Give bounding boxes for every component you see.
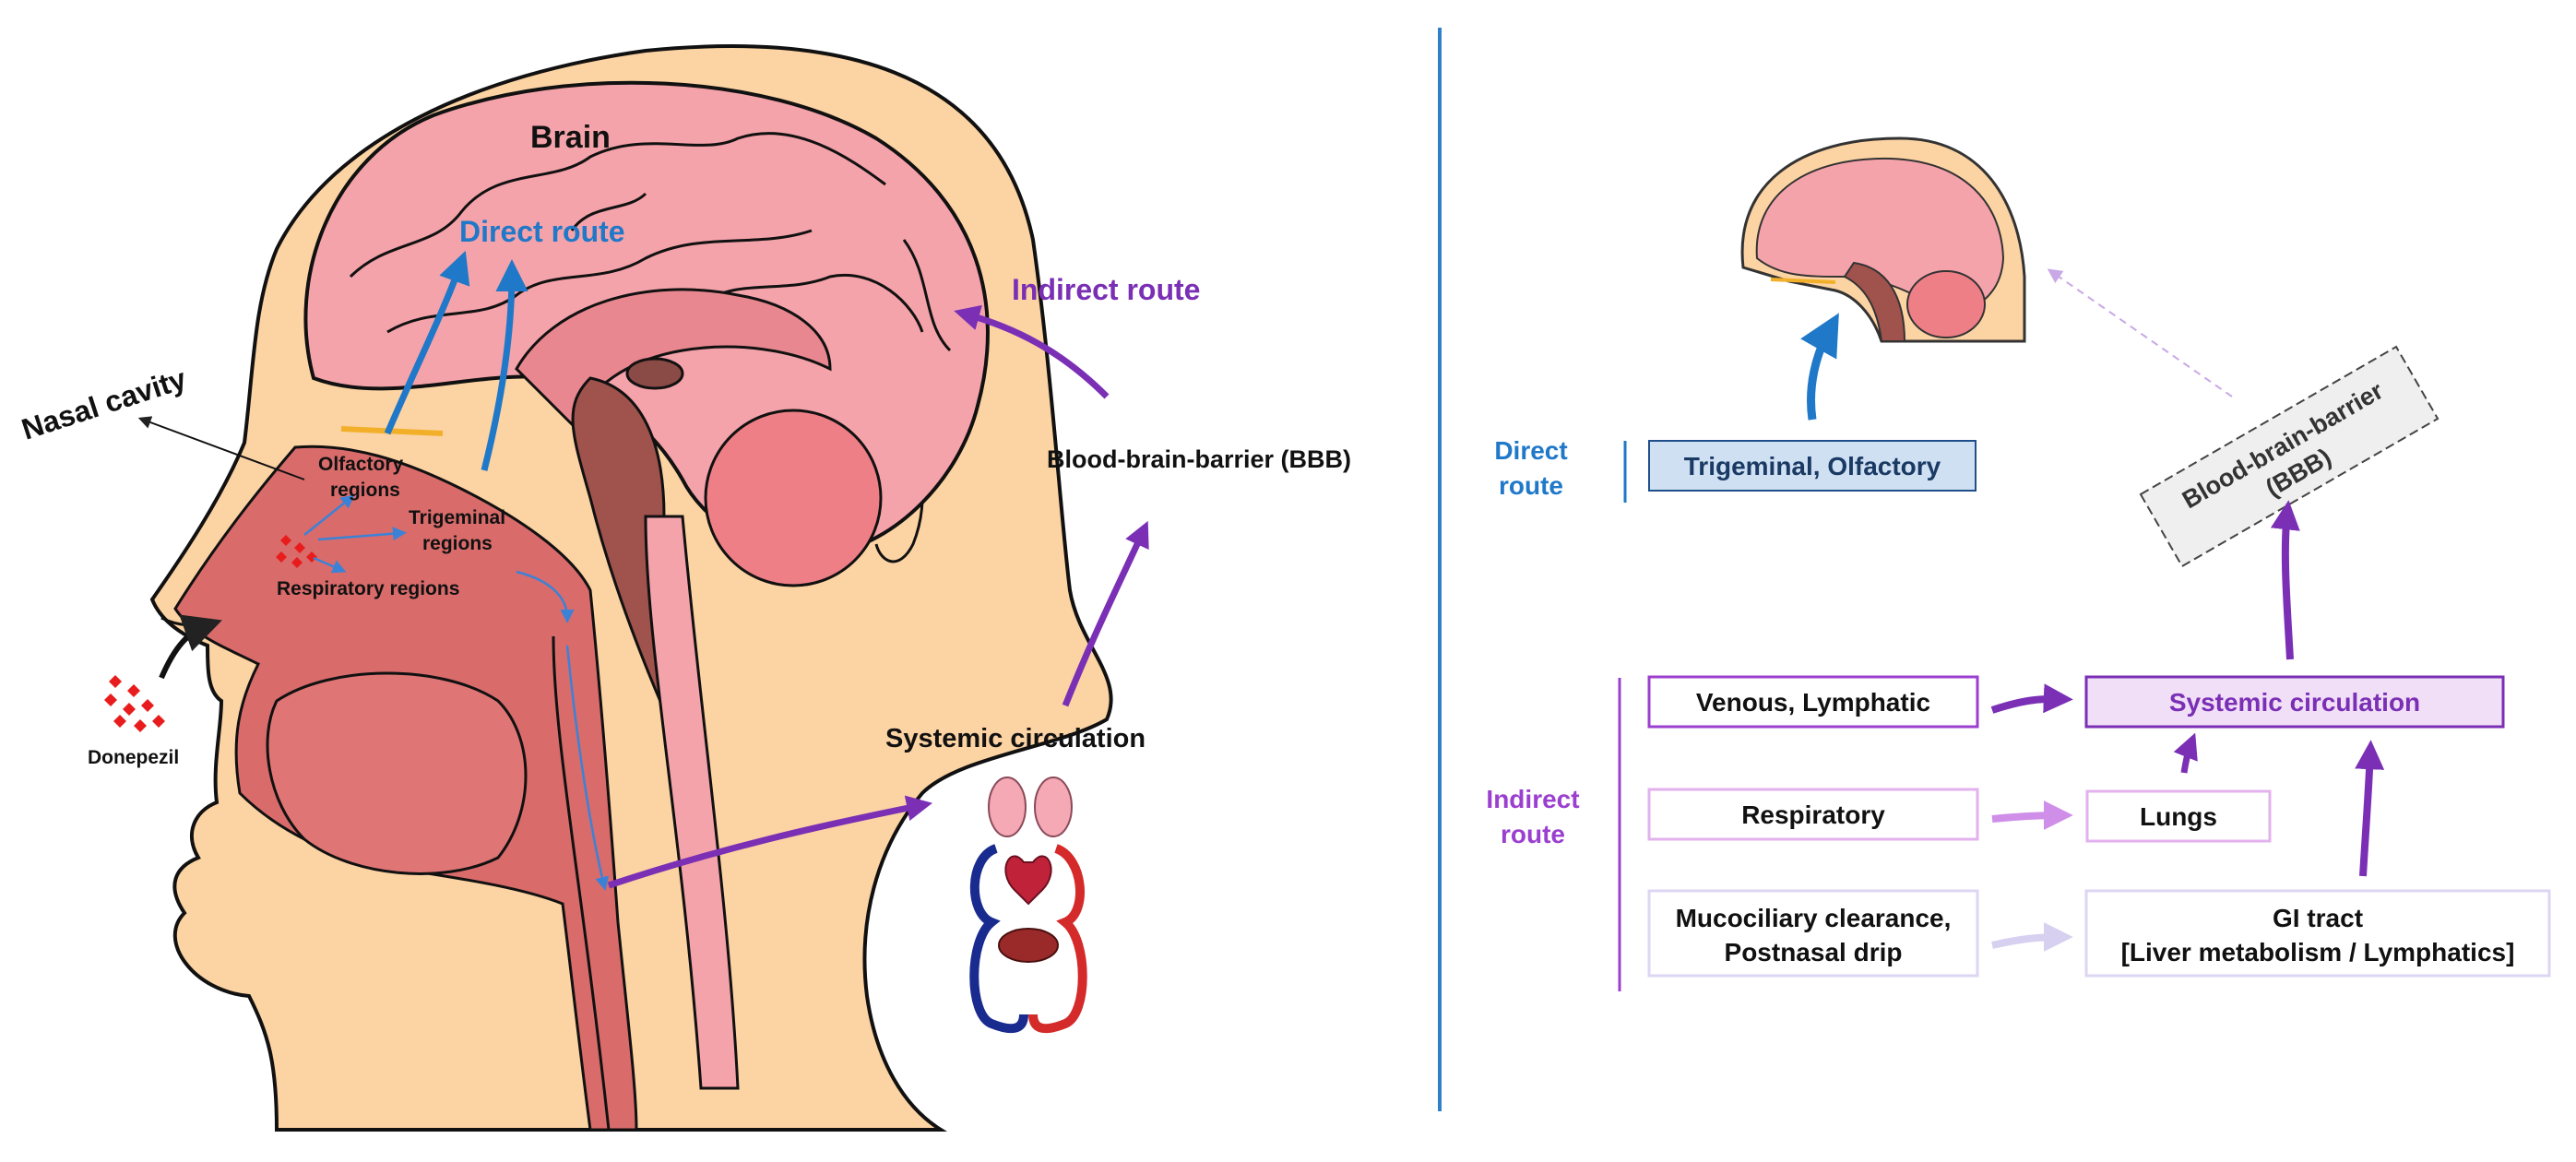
box-respiratory-text: Respiratory xyxy=(1741,800,1885,829)
label-trigeminal-2: regions xyxy=(422,533,493,554)
direct-arrow-2 xyxy=(481,259,528,471)
spinal-cord xyxy=(644,515,740,1090)
box-systemic-text: Systemic circulation xyxy=(2169,688,2420,717)
brain-icon-stem xyxy=(1843,261,1906,342)
label-brain: Brain xyxy=(530,120,611,155)
label-trigeminal-1: Trigeminal xyxy=(409,507,505,528)
systemic-to-bbb-arrow xyxy=(2270,500,2300,660)
gi-to-systemic-arrow xyxy=(2355,740,2385,877)
cerebellum xyxy=(704,409,883,587)
vessel-blue xyxy=(969,844,1028,1034)
lung-right xyxy=(1034,777,1073,837)
indirect-arrow-bbb xyxy=(1062,520,1149,707)
particle xyxy=(104,694,117,706)
nasal-flow-arrows xyxy=(303,494,610,891)
box-mucociliary-text-2: Postnasal drip xyxy=(1725,938,1903,966)
particle xyxy=(127,684,140,697)
liver xyxy=(998,928,1059,963)
box-lungs xyxy=(2085,789,2272,843)
throat xyxy=(552,635,611,1131)
bbb-to-brain-dashed xyxy=(2047,268,2233,397)
label-direct-route: Direct route xyxy=(459,215,625,248)
box-venous-lymphatic xyxy=(1647,675,1979,729)
label-bbb: Blood-brain-barrier (BBB) xyxy=(1047,445,1351,473)
box-gi-tract-text-2: [Liver metabolism / Lymphatics] xyxy=(2121,938,2515,966)
box-bbb xyxy=(2139,345,2439,568)
flow-down xyxy=(516,570,575,623)
particle xyxy=(113,715,126,728)
label-nasal-cavity: Nasal cavity xyxy=(18,362,190,445)
donepezil-particles xyxy=(104,535,317,732)
right-direct-label-2: route xyxy=(1499,471,1563,500)
particle xyxy=(123,703,136,716)
label-indirect-route: Indirect route xyxy=(1012,273,1200,306)
particle xyxy=(306,551,317,563)
lung-left xyxy=(988,777,1027,837)
brain-icon-cerebellum xyxy=(1906,270,1986,338)
particle xyxy=(109,675,122,688)
particle xyxy=(152,715,165,728)
flow-throat xyxy=(565,645,610,891)
heart xyxy=(1004,855,1052,906)
box-gi-tract xyxy=(2084,889,2551,978)
box-mucociliary-text-1: Mucociliary clearance, xyxy=(1676,904,1952,932)
nasal-cavity-pointer xyxy=(137,416,305,480)
box-mucociliary xyxy=(1647,889,1979,978)
right-indirect-label-2: route xyxy=(1501,820,1565,848)
box-venous-lymphatic-text: Venous, Lymphatic xyxy=(1696,688,1930,717)
box-lungs-text: Lungs xyxy=(2140,802,2217,831)
label-respiratory: Respiratory regions xyxy=(277,578,459,599)
box-trigeminal-olfactory-text: Trigeminal, Olfactory xyxy=(1684,452,1941,480)
indirect-arrow-systemic xyxy=(607,795,932,889)
head-illustration xyxy=(149,44,1113,1132)
venous-to-systemic-arrow xyxy=(1990,683,2073,714)
box-respiratory xyxy=(1647,788,1979,841)
direct-arrow-1 xyxy=(384,250,470,435)
intake-arrow xyxy=(159,614,222,680)
flow-to-olfactory xyxy=(303,494,355,536)
particle xyxy=(291,557,303,568)
brain-icon xyxy=(1740,136,2026,343)
label-donepezil: Donepezil xyxy=(88,747,179,768)
respiratory-to-lungs-arrow xyxy=(1991,800,2073,831)
indirect-arrow-brain xyxy=(954,304,1110,399)
brain-gyri xyxy=(349,132,952,352)
box-gi-tract-text-1: GI tract xyxy=(2273,904,2363,932)
particle xyxy=(280,535,291,546)
particle xyxy=(294,542,305,553)
particle xyxy=(141,699,154,712)
lungs-to-systemic-arrow xyxy=(2173,732,2198,774)
thalamus xyxy=(625,357,684,390)
label-olfactory-2: regions xyxy=(330,480,400,501)
vessel-red xyxy=(1028,844,1087,1034)
olfactory-strip xyxy=(340,426,444,436)
right-direct-label-1: Direct xyxy=(1494,436,1567,465)
right-direct-arrow xyxy=(1800,313,1839,421)
particle xyxy=(276,551,287,563)
tongue xyxy=(266,671,528,875)
box-trigeminal-olfactory xyxy=(1648,440,1977,492)
brain-icon-olfactory xyxy=(1770,278,1836,284)
box-systemic xyxy=(2084,675,2505,729)
label-systemic: Systemic circulation xyxy=(885,724,1146,753)
right-indirect-label-1: Indirect xyxy=(1486,785,1579,813)
flow-to-trigeminal xyxy=(317,527,407,541)
label-olfactory-1: Olfactory xyxy=(318,454,404,475)
flow-to-respiratory xyxy=(313,556,347,574)
mucociliary-to-gi-arrow xyxy=(1991,922,2073,953)
circulation-organs-icon xyxy=(969,777,1087,1034)
particle xyxy=(134,719,147,732)
